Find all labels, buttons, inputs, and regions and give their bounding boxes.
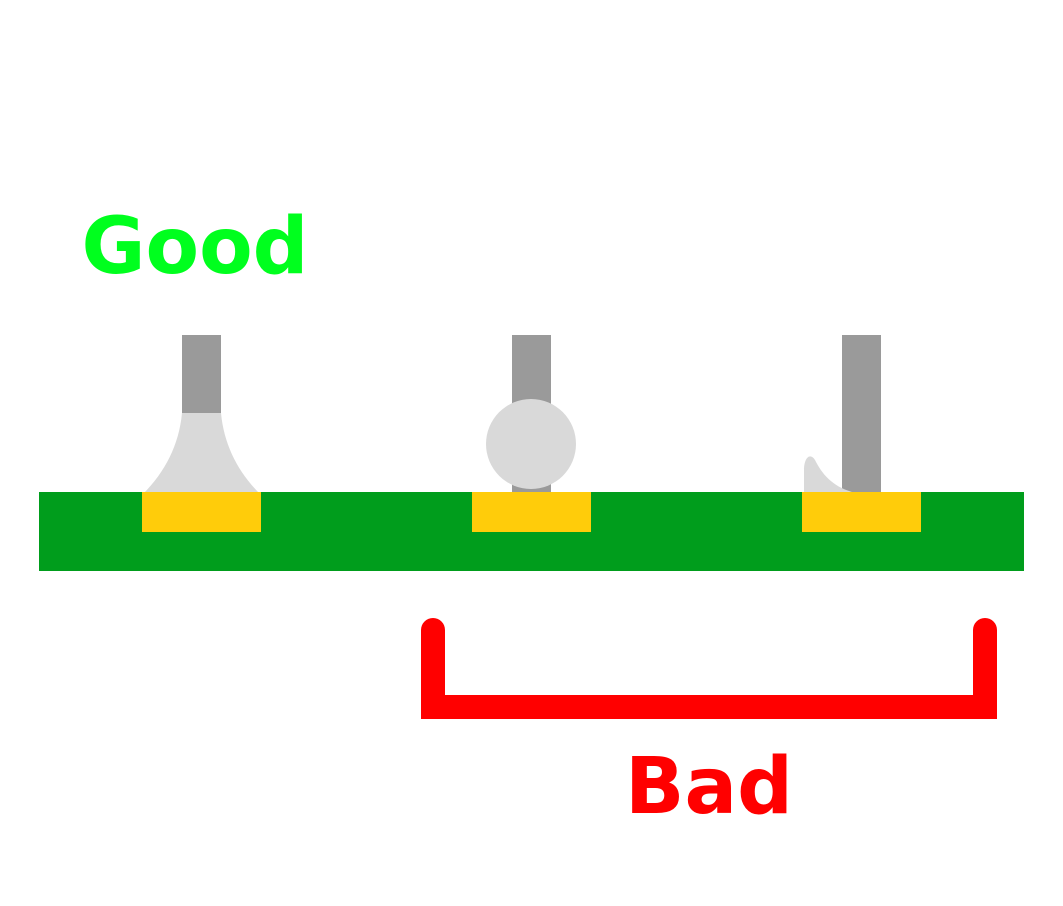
dewetted-solder-joint: [802, 335, 921, 532]
joint-2-solder-ball: [486, 399, 576, 489]
bad-bracket: [421, 618, 997, 719]
joint-3-lead: [842, 335, 881, 493]
bad-label: Bad: [625, 742, 793, 832]
ball-solder-joint: [472, 335, 591, 532]
joint-1-lead: [182, 335, 221, 415]
good-label: Good: [81, 202, 308, 292]
joint-2-pad: [472, 492, 591, 532]
joint-3-solder-blob: [804, 456, 884, 495]
joint-3-pad: [802, 492, 921, 532]
good-fillet-joint: [142, 335, 261, 532]
joint-1-solder-fillet: [143, 413, 260, 494]
joint-1-pad: [142, 492, 261, 532]
